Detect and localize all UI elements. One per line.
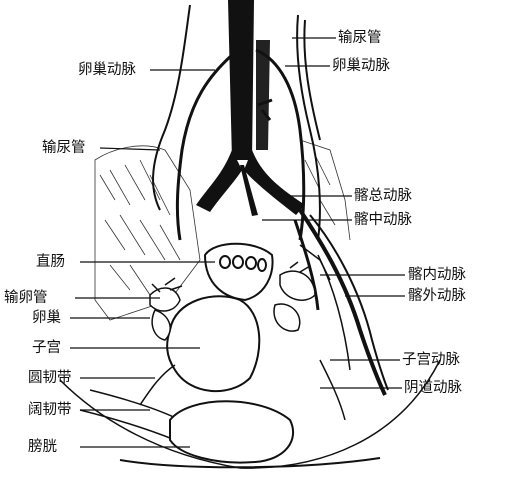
label-ureter-left: 输尿管 bbox=[42, 140, 86, 156]
label-bladder: 膀胱 bbox=[28, 439, 57, 455]
peritoneum-shading bbox=[95, 146, 200, 320]
label-common-iliac-artery: 髂总动脉 bbox=[354, 188, 412, 204]
aorta bbox=[196, 0, 305, 216]
label-uterine-artery: 子宫动脉 bbox=[402, 352, 460, 368]
label-internal-iliac-artery: 髂内动脉 bbox=[408, 267, 466, 283]
uterus bbox=[167, 296, 259, 391]
label-vaginal-artery: 阴道动脉 bbox=[404, 380, 462, 396]
label-ovarian-artery-left: 卵巢动脉 bbox=[78, 62, 136, 78]
label-ureter-right: 输尿管 bbox=[338, 30, 382, 46]
label-broad-ligament: 阔韧带 bbox=[28, 402, 72, 418]
label-ovarian-artery-right: 卵巢动脉 bbox=[332, 58, 390, 74]
label-median-sacral-artery: 髂中动脉 bbox=[354, 212, 412, 228]
label-rectum: 直肠 bbox=[36, 254, 65, 270]
label-round-ligament: 圆韧带 bbox=[28, 370, 72, 386]
rectum bbox=[205, 244, 273, 300]
oviduct-ovary-right bbox=[274, 262, 315, 331]
label-external-iliac-artery: 髂外动脉 bbox=[408, 288, 466, 304]
label-uterus: 子宫 bbox=[32, 340, 61, 356]
label-oviduct: 输卵管 bbox=[4, 290, 48, 306]
iliac-vessels-right bbox=[295, 210, 388, 395]
label-ovary: 卵巢 bbox=[32, 310, 61, 326]
